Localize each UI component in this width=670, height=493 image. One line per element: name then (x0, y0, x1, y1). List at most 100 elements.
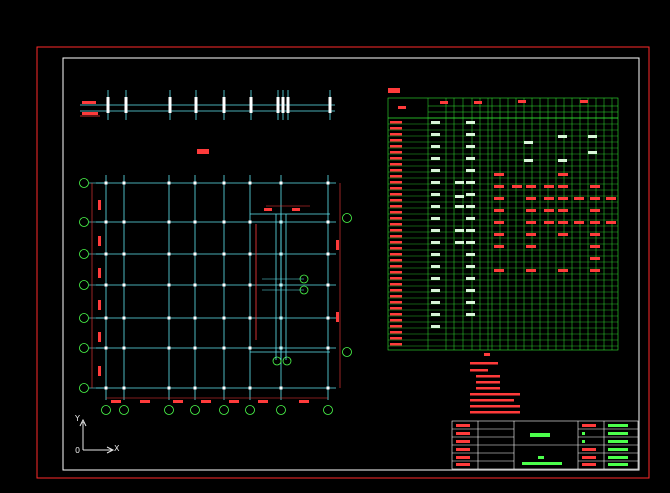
elevation-column-mark (194, 97, 198, 113)
axis-bubble-bottom (190, 405, 200, 415)
top-elevation-strip (80, 90, 335, 120)
table-cell-value (455, 181, 464, 184)
elevation-column-mark (281, 97, 285, 113)
title-block-label (582, 424, 596, 427)
grid-node (122, 283, 126, 287)
table-cell-value (544, 185, 554, 188)
table-row-label (390, 211, 402, 214)
table-cell-value (431, 277, 440, 280)
table-cell-value (526, 269, 536, 272)
axis-bubble-bottom (282, 356, 292, 366)
title-block-value (522, 462, 562, 465)
table-cell-value (526, 185, 536, 188)
table-cell-value (431, 193, 440, 196)
grid-node (193, 346, 197, 350)
notes-title (484, 353, 490, 356)
table-cell-value (526, 197, 536, 200)
grid-node (104, 346, 108, 350)
axis-bubble-left (79, 313, 89, 323)
title-block-value (608, 424, 628, 427)
table-cell-value (431, 121, 440, 124)
table-row-label (390, 181, 402, 184)
table-cell-value (494, 233, 504, 236)
title-block (451, 420, 639, 470)
title-block-value (608, 440, 628, 443)
table-row-label (390, 145, 402, 148)
table-cell-value (466, 181, 475, 184)
note-line (470, 399, 514, 402)
dimension-text (336, 240, 339, 250)
title-block-label (456, 424, 470, 427)
grid-node (326, 220, 330, 224)
table-row-label (390, 301, 402, 304)
table-cell-value (590, 197, 600, 200)
table-cell-value (431, 169, 440, 172)
schedule-table (387, 88, 619, 351)
floor-plan-grid (79, 149, 352, 415)
table-header-label (580, 100, 588, 103)
axis-bubble-bottom (164, 405, 174, 415)
grid-node (104, 316, 108, 320)
table-cell-value (466, 121, 475, 124)
grid-node (326, 283, 330, 287)
table-row-label (390, 295, 402, 298)
table-cell-value (431, 301, 440, 304)
grid-node (326, 181, 330, 185)
table-row-label (390, 319, 402, 322)
table-cell-value (455, 229, 464, 232)
grid-node (122, 386, 126, 390)
grid-node (222, 252, 226, 256)
ucs-axis-icon (70, 412, 120, 458)
inner-frame (62, 57, 640, 471)
table-cell-value (590, 233, 600, 236)
table-row-label (390, 259, 402, 262)
elevation-column-mark (276, 97, 280, 113)
table-row-label (390, 193, 402, 196)
table-cell-value (574, 221, 584, 224)
title-block-label (582, 448, 596, 451)
table-cell-value (574, 197, 584, 200)
elevation-column-mark (124, 97, 128, 113)
axis-bubble-bottom (276, 405, 286, 415)
axis-bubble-bottom (323, 405, 333, 415)
table-row-label (390, 223, 402, 226)
table-cell-value (558, 209, 568, 212)
table-cell-value (431, 217, 440, 220)
grid-node (122, 252, 126, 256)
table-cell-value (544, 209, 554, 212)
title-block-label (456, 432, 470, 435)
grid-node (279, 386, 283, 390)
grid-node (167, 181, 171, 185)
axis-bubble-bottom (119, 405, 129, 415)
grid-node (222, 220, 226, 224)
elevation-column-mark (286, 97, 290, 113)
table-row-label (390, 331, 402, 334)
dimension-text (140, 400, 150, 403)
table-cell-value (466, 277, 475, 280)
dimension-text (98, 268, 101, 278)
grid-node (222, 386, 226, 390)
dimension-text (336, 312, 339, 322)
title-block-value (608, 448, 628, 451)
table-row-label (390, 151, 402, 154)
table-cell-value (466, 169, 475, 172)
table-row-label (390, 343, 402, 346)
table-cell-value (558, 159, 567, 162)
grid-node (326, 316, 330, 320)
grid-node (167, 283, 171, 287)
note-line (476, 381, 500, 384)
table-cell-value (431, 181, 440, 184)
table-cell-value (558, 185, 568, 188)
dimension-text (258, 400, 268, 403)
table-cell-value (558, 233, 568, 236)
dimension-text (264, 208, 272, 211)
table-cell-value (524, 141, 533, 144)
table-cell-value (466, 193, 475, 196)
table-cell-value (466, 217, 475, 220)
elevation-column-mark (222, 97, 226, 113)
notes-block (470, 353, 520, 414)
dimension-text (98, 236, 101, 246)
note-line (470, 405, 520, 408)
table-cell-value (466, 289, 475, 292)
